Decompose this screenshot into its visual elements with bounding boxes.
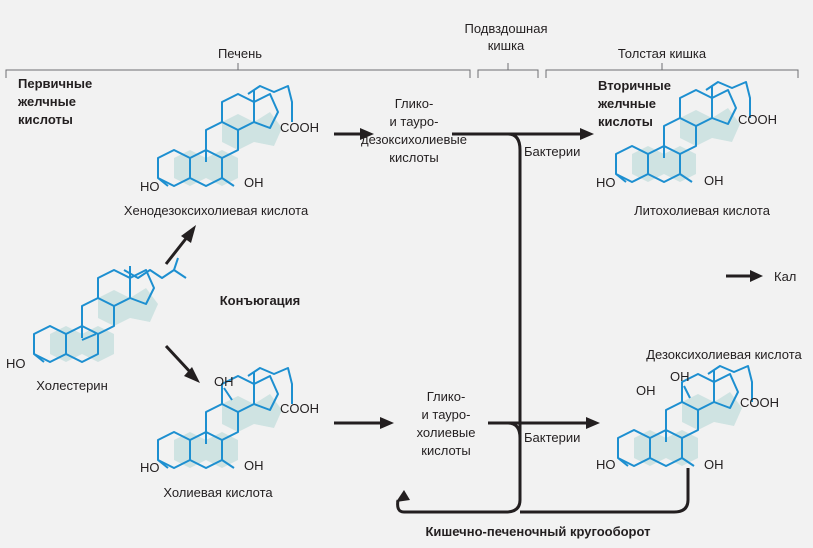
deoxycholic-name: Дезоксихолиевая кислота: [646, 347, 802, 362]
lithocholic-name: Литохолиевая кислота: [634, 203, 771, 218]
chenodeoxycholic-cooh: COOH: [280, 120, 319, 135]
upper-conjugates-line-1: Глико-: [395, 96, 434, 111]
chenodeoxycholic-ho: HO: [140, 179, 160, 194]
deoxycholic-oh-2: OH: [670, 369, 690, 384]
chenodeoxycholic-name: Хенодезоксихолиевая кислота: [124, 203, 309, 218]
lower-conjugates-line-4: кислоты: [421, 443, 470, 458]
region-ileum-label-1: Подвздошная: [464, 21, 547, 36]
lower-conjugates-line-2: и тауро-: [422, 407, 471, 422]
colon-bracket: [545, 63, 799, 78]
deoxycholic-structure: [617, 365, 753, 467]
lithocholic-oh: OH: [704, 173, 724, 188]
cholic-ho: HO: [140, 460, 160, 475]
arrow-cholesterol-to-chenodeoxycholic: [164, 225, 196, 265]
lithocholic-cooh: COOH: [738, 112, 777, 127]
cholic-structure: [157, 367, 293, 469]
region-colon-label: Толстая кишка: [618, 46, 707, 61]
lithocholic-ho: HO: [596, 175, 616, 190]
secondary-heading-line-2: желчные: [597, 96, 656, 111]
deoxycholic-oh-3: OH: [704, 457, 724, 472]
conjugation-label: Конъюгация: [220, 293, 301, 308]
secondary-heading-line-3: кислоты: [598, 114, 653, 129]
arrow-lower-bacteria: [488, 417, 600, 429]
arrow-cholic-to-conjugates: [334, 417, 394, 429]
primary-heading-line-3: кислоты: [18, 112, 73, 127]
lithocholic-structure: [615, 81, 751, 183]
cholesterol-structure: [33, 257, 187, 363]
cholesterol-name: Холестерин: [36, 378, 108, 393]
enterohepatic-label: Кишечно-печеночный кругооборот: [426, 524, 651, 539]
region-liver-label: Печень: [218, 46, 262, 61]
primary-heading-line-2: желчные: [17, 94, 76, 109]
cholic-oh: OH: [244, 458, 264, 473]
bacteria-label-lower: Бактерии: [524, 430, 580, 445]
upper-conjugates-line-2: и тауро-: [390, 114, 439, 129]
deoxycholic-cooh: COOH: [740, 395, 779, 410]
bacteria-label-upper: Бактерии: [524, 144, 580, 159]
primary-heading-line-1: Первичные: [18, 76, 92, 91]
upper-conjugates-line-3: дезоксихолиевые: [361, 132, 467, 147]
ileum-bracket: [477, 63, 539, 78]
cholic-name: Холиевая кислота: [163, 485, 273, 500]
enterohepatic-circulation-arrow: [396, 132, 690, 514]
cholic-cooh: COOH: [280, 401, 319, 416]
lower-conjugates-line-3: холиевые: [417, 425, 476, 440]
secondary-heading-line-1: Вторичные: [598, 78, 671, 93]
upper-conjugates-line-4: кислоты: [389, 150, 438, 165]
cholic-oh-top: OH: [214, 374, 234, 389]
lower-conjugates-line-1: Глико-: [427, 389, 466, 404]
arrow-upper-bacteria: [452, 128, 594, 140]
arrow-cholesterol-to-cholic: [164, 344, 200, 383]
cholesterol-ho: HO: [6, 356, 26, 371]
deoxycholic-ho: HO: [596, 457, 616, 472]
arrow-chenodeoxycholic-to-conjugates: [334, 128, 374, 140]
liver-bracket: [5, 63, 471, 78]
feces-label: Кал: [774, 269, 796, 284]
deoxycholic-oh-1: OH: [636, 383, 656, 398]
region-ileum-label-2: кишка: [488, 38, 525, 53]
chenodeoxycholic-structure: [157, 85, 293, 187]
chenodeoxycholic-oh: OH: [244, 175, 264, 190]
arrow-to-feces: [726, 270, 763, 282]
